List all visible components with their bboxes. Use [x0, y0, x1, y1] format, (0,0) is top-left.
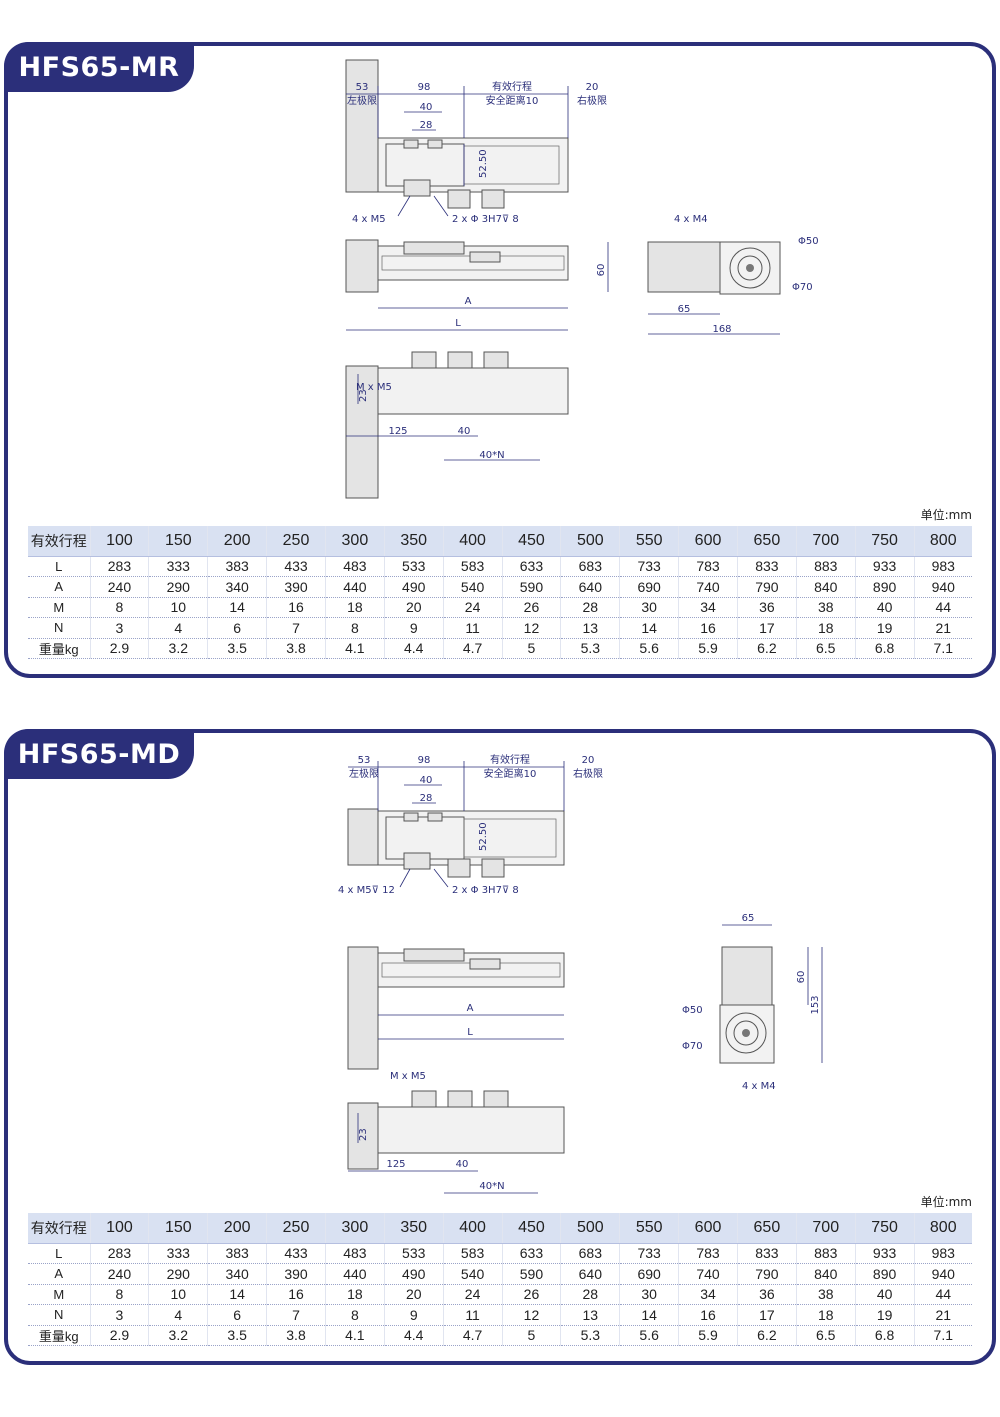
dim-L: L — [455, 318, 461, 329]
top-view: 53 左极限 98 有效行程 安全距离10 20 右极限 40 28 52.50… — [338, 753, 603, 896]
side-view: A L — [345, 239, 569, 331]
end-housing — [647, 241, 721, 293]
dim-right-limit: 右极限 — [573, 767, 603, 780]
label-m4: 4 x M4 — [742, 1081, 776, 1092]
dim-125: 125 — [388, 426, 407, 437]
table-row: M 8 10 14 16 18 20 24 26 28 30 34 36 38 … — [28, 597, 972, 618]
motor-side — [347, 946, 379, 1070]
dim-53: 53 — [356, 82, 369, 93]
dim-23: 23 — [358, 389, 369, 402]
dim-60: 60 — [596, 264, 607, 277]
motor-bottom — [345, 365, 379, 499]
side-view: A L — [347, 946, 565, 1070]
dim-40-bottom: 40 — [458, 426, 471, 437]
dim-168: 168 — [712, 324, 731, 335]
carriage — [385, 816, 465, 860]
section-title: HFS65-MD — [4, 729, 194, 779]
table-header-row: 有效行程 100 150 200 250 300 350 400 450 500… — [28, 526, 972, 557]
dim-65: 65 — [678, 304, 691, 315]
table-row: N 3 4 6 7 8 9 11 12 13 14 16 17 18 19 21 — [28, 1304, 972, 1326]
label-mxm5: M x M5 — [390, 1071, 426, 1082]
table-row: A 240 290 340 390 440 490 540 590 640 69… — [28, 576, 972, 598]
technical-drawing-md: 53 左极限 98 有效行程 安全距离10 20 右极限 40 28 52.50… — [8, 733, 1000, 1203]
dim-125: 125 — [386, 1159, 405, 1170]
dim-A: A — [467, 1003, 474, 1014]
dim-40: 40 — [420, 102, 433, 113]
table-row: M 8 10 14 16 18 20 24 26 28 30 34 36 38 … — [28, 1284, 972, 1305]
table-row: 重量kg 2.9 3.2 3.5 3.8 4.1 4.4 4.7 5 5.3 5… — [28, 638, 972, 659]
dim-40n: 40*N — [479, 450, 504, 461]
table-row: N 3 4 6 7 8 9 11 12 13 14 16 17 18 19 21 — [28, 617, 972, 639]
label-phi50: Φ50 — [682, 1005, 703, 1016]
section-hfs65-md: HFS65-MD 53 左极限 98 — [4, 729, 996, 1365]
label-m5: 4 x M5⊽ 12 — [338, 885, 395, 896]
end-view: 60 65 168 4 x M4 Φ50 Φ70 — [596, 214, 819, 335]
dim-65: 65 — [742, 913, 755, 924]
bottom-view: M x M5 23 125 40 40*N — [347, 1071, 565, 1194]
motor-bottom — [347, 1102, 379, 1170]
label-phi50: Φ50 — [798, 236, 819, 247]
label-pin: 2 x Φ 3H7⊽ 8 — [452, 214, 519, 225]
dim-left-limit: 左极限 — [347, 94, 377, 107]
dim-left-limit: 左极限 — [349, 767, 379, 780]
dim-60: 60 — [796, 971, 807, 984]
motor-body — [345, 59, 379, 193]
motor-side — [345, 239, 379, 293]
dim-40: 40 — [420, 775, 433, 786]
dim-52-5: 52.50 — [478, 149, 489, 178]
table-row: L 283 333 383 433 483 533 583 633 683 73… — [28, 556, 972, 577]
dim-23: 23 — [358, 1128, 369, 1141]
label-m4: 4 x M4 — [674, 214, 708, 225]
label-pin: 2 x Φ 3H7⊽ 8 — [452, 885, 519, 896]
section-title: HFS65-MR — [4, 42, 194, 92]
rail-bottom — [377, 367, 569, 415]
dim-stroke: 有效行程 — [492, 80, 532, 93]
table-header-row: 有效行程 100 150 200 250 300 350 400 450 500… — [28, 1213, 972, 1244]
dim-98: 98 — [418, 755, 431, 766]
dim-safety: 安全距离10 — [486, 94, 539, 107]
dim-53: 53 — [358, 755, 371, 766]
end-view: 65 60 153 Φ50 Φ70 4 x M4 — [682, 913, 823, 1092]
dim-98: 98 — [418, 82, 431, 93]
label-m5: 4 x M5 — [352, 214, 386, 225]
rail-bottom — [377, 1106, 565, 1154]
dim-28: 28 — [420, 793, 433, 804]
dim-20: 20 — [582, 755, 595, 766]
dim-40n: 40*N — [479, 1181, 504, 1192]
table-row: 重量kg 2.9 3.2 3.5 3.8 4.1 4.4 4.7 5 5.3 5… — [28, 1325, 972, 1346]
unit-label: 单位:mm — [920, 1195, 972, 1209]
dim-safety: 安全距离10 — [484, 767, 537, 780]
dim-40-bottom: 40 — [456, 1159, 469, 1170]
label-phi70: Φ70 — [792, 282, 813, 293]
end-housing — [721, 946, 773, 1006]
bottom-view: M x M5 23 125 40 40*N — [345, 351, 569, 499]
table-row: A 240 290 340 390 440 490 540 590 640 69… — [28, 1263, 972, 1285]
unit-label: 单位:mm — [920, 508, 972, 522]
dim-153: 153 — [810, 995, 821, 1014]
dim-right-limit: 右极限 — [577, 94, 607, 107]
top-view: 53 左极限 98 有效行程 安全距离10 20 右极限 40 28 52.50… — [345, 59, 607, 225]
dim-20: 20 — [586, 82, 599, 93]
label-phi70: Φ70 — [682, 1041, 703, 1052]
dim-stroke: 有效行程 — [490, 753, 530, 766]
label-mxm5: M x M5 — [356, 382, 392, 393]
spec-table-md: 有效行程 100 150 200 250 300 350 400 450 500… — [28, 1213, 972, 1346]
table-row: L 283 333 383 433 483 533 583 633 683 73… — [28, 1243, 972, 1264]
technical-drawing-mr: 53 左极限 98 有效行程 安全距离10 20 右极限 40 28 52.50… — [8, 46, 1000, 516]
motor-body — [347, 808, 379, 866]
dim-28: 28 — [420, 120, 433, 131]
dim-L: L — [467, 1027, 473, 1038]
section-hfs65-mr: HFS65-MR 53 左极限 — [4, 42, 996, 678]
dim-52-5: 52.50 — [478, 822, 489, 851]
dim-A: A — [465, 296, 472, 307]
spec-table-mr: 有效行程 100 150 200 250 300 350 400 450 500… — [28, 526, 972, 659]
